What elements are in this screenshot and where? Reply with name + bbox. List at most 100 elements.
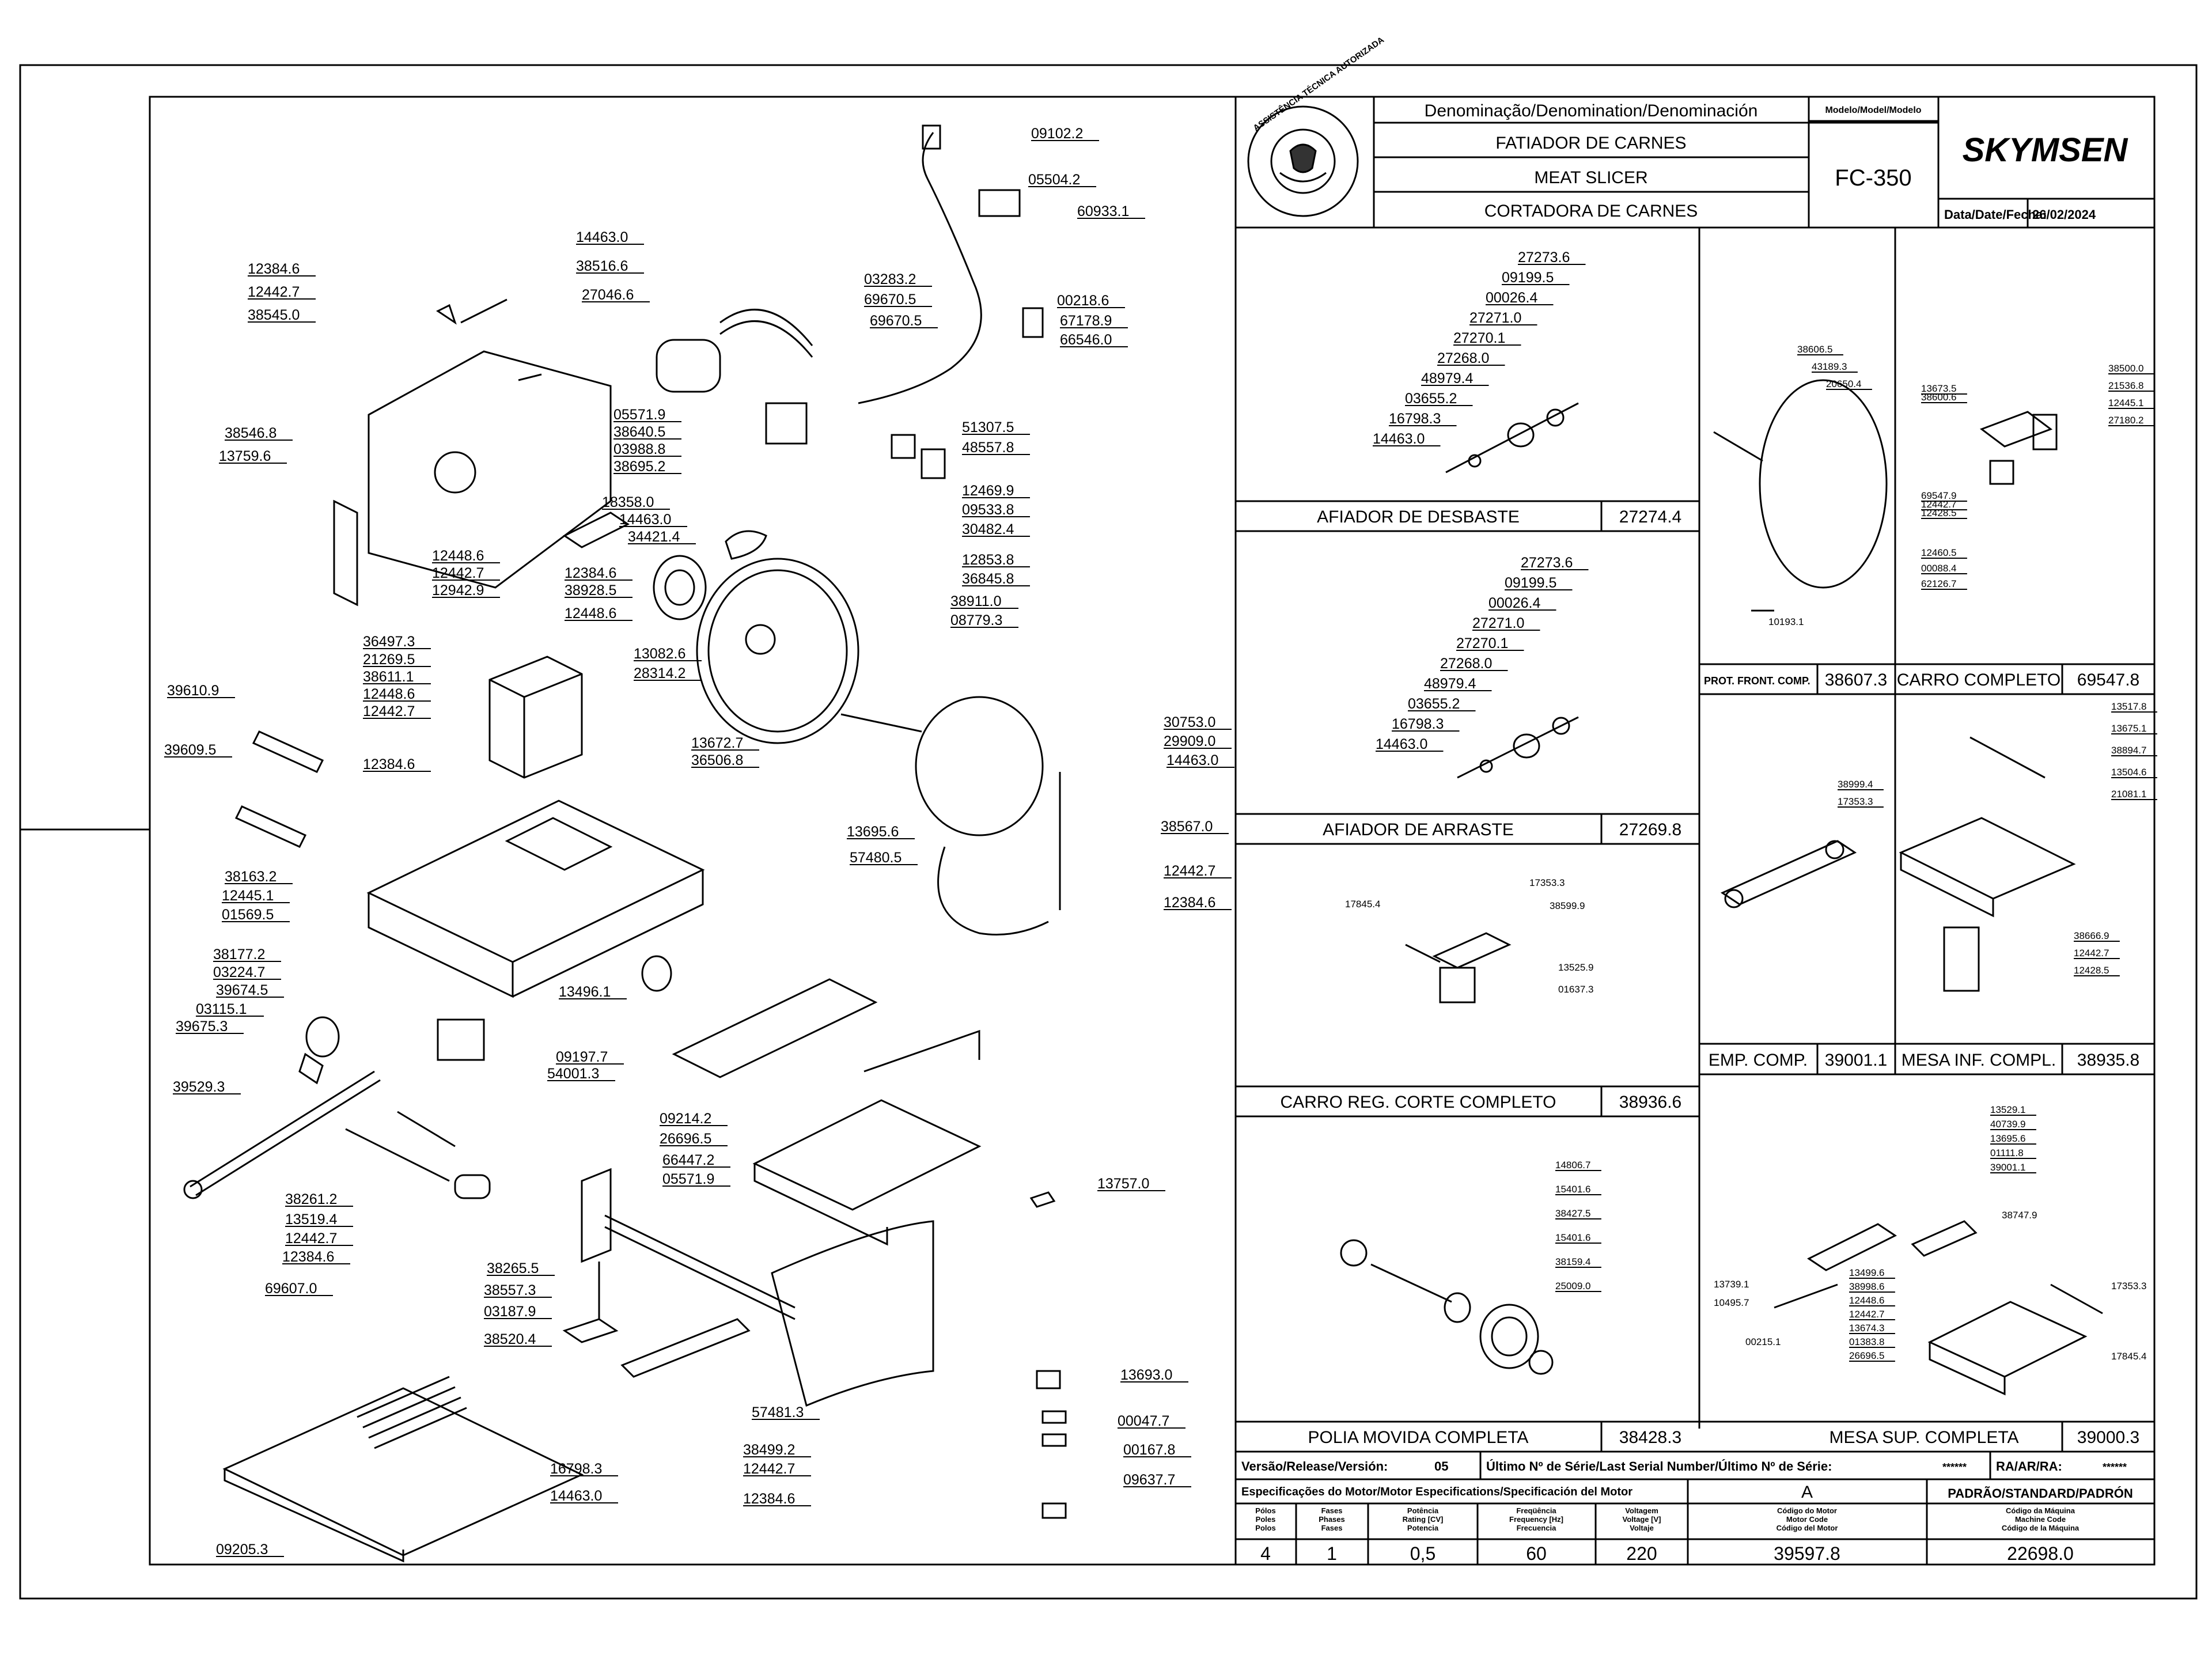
part-number-label: 03283.2 <box>864 271 916 287</box>
mesa-sup-part-label: 38747.9 <box>2002 1210 2037 1221</box>
part-number-label: 09102.2 <box>1031 126 1083 142</box>
prot-front-title: PROT. FRONT. COMP. <box>1704 675 1810 687</box>
motor-header-label: Frequency [Hz] <box>1509 1515 1563 1524</box>
mesa-sup-part-label: 26696.5 <box>1849 1350 1884 1361</box>
carro-completo-part-label: 12460.5 <box>1921 547 1956 558</box>
motor-header-label: Machine Code <box>2015 1515 2066 1524</box>
mesa-inf-part-label: 38666.9 <box>2074 930 2109 941</box>
part-number-label: 01569.5 <box>222 907 274 923</box>
part-number-label: 16798.3 <box>550 1461 602 1477</box>
part-number-label: 12942.9 <box>432 582 484 599</box>
carro-completo-part-label: 12445.1 <box>2108 397 2143 408</box>
emp-comp-part-label: 38999.4 <box>1838 779 1873 790</box>
part-number-label: 05504.2 <box>1028 172 1080 188</box>
afiador-desbaste-part-label: 00026.4 <box>1486 290 1537 306</box>
part-number-label: 09214.2 <box>660 1111 711 1127</box>
motor-value: 1 <box>1327 1543 1337 1564</box>
afiador-arraste-part-label: 03655.2 <box>1408 696 1460 712</box>
carro-reg-part-label: 17845.4 <box>1345 899 1380 910</box>
part-number-label: 26696.5 <box>660 1131 711 1147</box>
afiador-arraste-part-label: 27273.6 <box>1521 555 1573 571</box>
part-number-label: 38695.2 <box>613 459 665 475</box>
carro-completo-title: CARRO COMPLETO <box>1897 671 2061 690</box>
part-number-label: 39674.5 <box>216 982 268 998</box>
subassembly-grid <box>1236 228 2154 1452</box>
part-number-label: 36506.8 <box>691 752 743 768</box>
mesa-inf-part-label: 13504.6 <box>2111 767 2146 778</box>
mesa-sup-part-label: 13499.6 <box>1849 1267 1884 1278</box>
polia-title: POLIA MOVIDA COMPLETA <box>1308 1428 1529 1447</box>
afiador-arraste-title: AFIADOR DE ARRASTE <box>1323 820 1514 839</box>
version-label: Versão/Release/Versión: <box>1241 1459 1388 1474</box>
afiador-arraste-part-label: 27270.1 <box>1456 635 1508 652</box>
polia-part-label: 38427.5 <box>1555 1208 1590 1219</box>
mesa-inf-code: 38935.8 <box>2077 1051 2139 1070</box>
carro-completo-part-label: 69547.9 <box>1921 490 1956 501</box>
motor-value: 22698.0 <box>2007 1543 2074 1564</box>
mesa-sup-part-label: 00215.1 <box>1745 1336 1781 1347</box>
mesa-inf-part-label: 12442.7 <box>2074 948 2109 959</box>
part-number-label: 12384.6 <box>743 1491 795 1507</box>
version-value: 05 <box>1434 1459 1448 1474</box>
part-number-label: 09205.3 <box>216 1541 268 1558</box>
part-number-label: 03187.9 <box>484 1304 536 1320</box>
mesa-sup-part-label: 12442.7 <box>1849 1309 1884 1320</box>
motor-header-label: Frecuencia <box>1517 1524 1556 1532</box>
part-number-label: 38611.1 <box>363 669 414 685</box>
part-number-label: 60933.1 <box>1077 203 1129 219</box>
part-number-label: 13693.0 <box>1120 1367 1172 1383</box>
carro-reg-part-label: 01637.3 <box>1558 984 1593 995</box>
part-number-label: 13757.0 <box>1097 1176 1149 1192</box>
motor-header-label: Fases <box>1321 1524 1343 1532</box>
part-number-label: 69670.5 <box>864 291 916 308</box>
motor-col-a: A <box>1801 1483 1813 1502</box>
part-number-label: 05571.9 <box>662 1171 714 1187</box>
afiador-desbaste-part-label: 16798.3 <box>1389 411 1441 427</box>
motor-header-label: Código do Motor <box>1777 1506 1837 1515</box>
motor-value: 39597.8 <box>1774 1543 1840 1564</box>
motor-value: 60 <box>1526 1543 1547 1564</box>
sheet-frame <box>19 64 2198 1600</box>
ra-value: ****** <box>2103 1461 2127 1473</box>
afiador-desbaste-part-label: 27271.0 <box>1469 310 1521 326</box>
afiador-arraste-part-label: 48979.4 <box>1424 676 1476 692</box>
part-number-label: 12384.6 <box>363 756 415 772</box>
prot-front-part-label: 20650.4 <box>1826 378 1861 389</box>
part-number-label: 38545.0 <box>248 307 300 323</box>
part-number-label: 12469.9 <box>962 483 1014 499</box>
part-number-label: 27046.6 <box>582 287 634 303</box>
date-label: Data/Date/Fecha: <box>1944 207 2047 222</box>
main-exploded-view <box>183 124 1067 1563</box>
prot-front-part-label: 38606.5 <box>1797 344 1832 355</box>
part-number-label: 38640.5 <box>613 424 665 440</box>
mesa-sup-part-label: 13739.1 <box>1714 1279 1749 1290</box>
part-number-label: 09533.8 <box>962 502 1014 518</box>
part-number-label: 08779.3 <box>950 612 1002 628</box>
serial-label: Último Nº de Série/Last Serial Number/Úl… <box>1486 1459 1832 1474</box>
carro-completo-part-label: 27180.2 <box>2108 415 2143 426</box>
part-number-label: 30482.4 <box>962 521 1014 537</box>
mesa-sup-part-label: 01111.8 <box>1990 1147 2024 1158</box>
part-number-label: 13496.1 <box>559 984 611 1000</box>
mesa-sup-part-label: 13674.3 <box>1849 1323 1884 1334</box>
part-number-label: 21269.5 <box>363 652 415 668</box>
motor-header-label: Rating [CV] <box>1403 1515 1444 1524</box>
serial-value: ****** <box>1942 1461 1967 1473</box>
carro-reg-part-label: 17353.3 <box>1529 877 1565 888</box>
motor-header-label: Voltaje <box>1630 1524 1654 1532</box>
part-number-label: 38265.5 <box>487 1260 539 1277</box>
name-en: MEAT SLICER <box>1534 168 1647 187</box>
carro-reg-title: CARRO REG. CORTE COMPLETO <box>1281 1093 1556 1112</box>
part-number-label: 03988.8 <box>613 441 665 457</box>
part-number-label: 03224.7 <box>213 964 265 980</box>
part-number-label: 39609.5 <box>164 742 216 758</box>
part-number-label: 13082.6 <box>634 646 685 662</box>
part-number-label: 09197.7 <box>556 1049 608 1065</box>
polia-part-label: 25009.0 <box>1555 1281 1590 1291</box>
part-number-label: 12445.1 <box>222 888 274 904</box>
authorized-service-seal <box>1247 105 1359 217</box>
polia-part-label: 15401.6 <box>1555 1232 1590 1243</box>
part-number-label: 00167.8 <box>1123 1442 1175 1458</box>
